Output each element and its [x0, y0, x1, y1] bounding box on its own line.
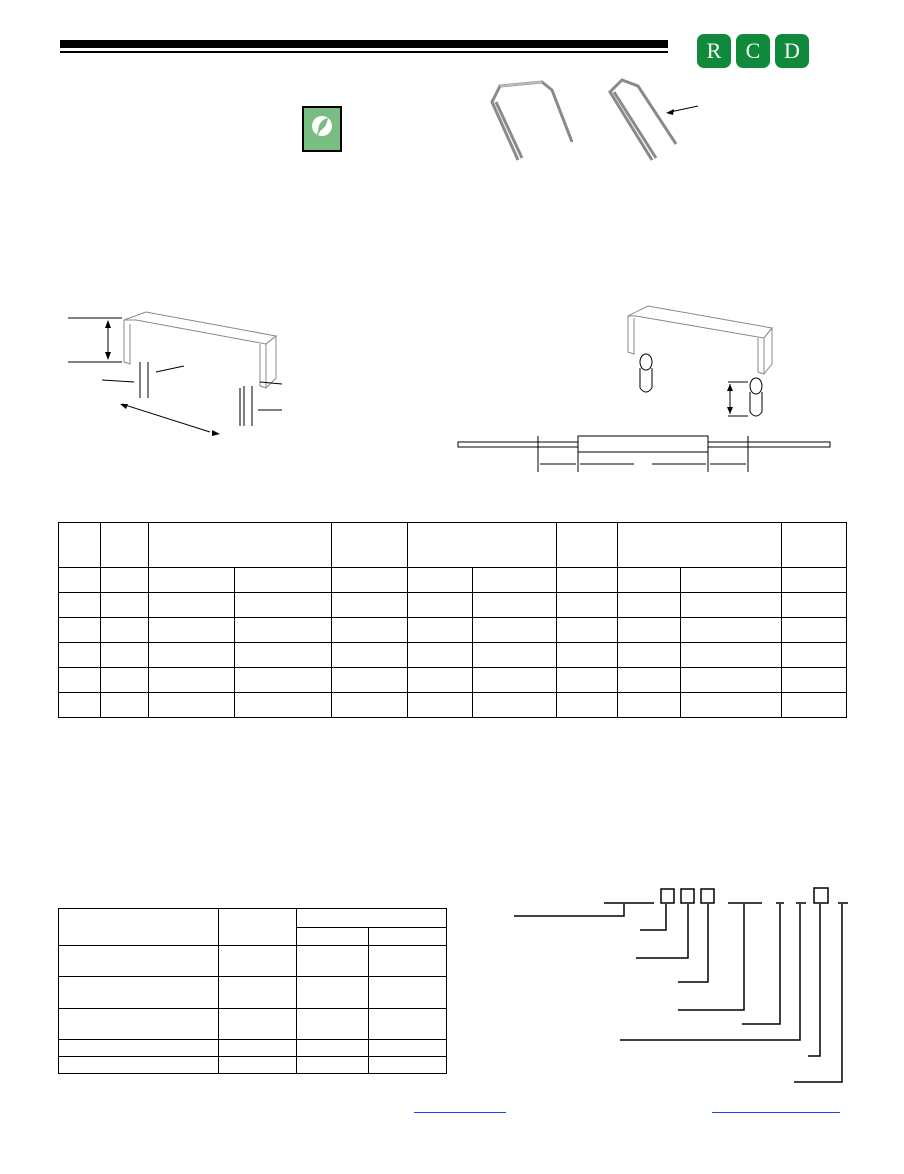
spec-header-cell	[617, 522, 782, 568]
dimension-drawing-right	[457, 305, 831, 472]
table-row	[58, 692, 847, 718]
footer-link-underline-2[interactable]	[712, 1112, 840, 1113]
spec-subheader-cell	[556, 567, 618, 593]
rohs-leaf-badge	[302, 106, 342, 152]
designation-box-4	[813, 887, 829, 904]
derating-header-row	[58, 908, 447, 946]
resistor-photo-a	[490, 80, 574, 161]
table-row	[58, 1008, 447, 1040]
specification-table	[58, 522, 847, 718]
table-row	[58, 667, 847, 693]
spec-table-header-row	[58, 522, 847, 568]
spec-subheader-cell	[100, 567, 149, 593]
footer-link-underline-1[interactable]	[414, 1112, 506, 1113]
derating-table	[58, 908, 447, 1074]
rcd-logo: R C D	[697, 34, 811, 70]
table-row	[58, 1056, 447, 1074]
table-row	[58, 976, 447, 1009]
spec-subheader-cell	[148, 567, 235, 593]
spec-table-subheader-row	[58, 567, 847, 593]
part-number-designation-diagram	[514, 887, 848, 1083]
table-row	[58, 642, 847, 668]
table-row	[58, 592, 847, 618]
spec-header-cell	[556, 522, 618, 568]
spec-subheader-cell	[617, 567, 681, 593]
designation-box-2	[680, 888, 695, 904]
logo-letter-c: C	[736, 34, 770, 68]
spec-subheader-cell	[234, 567, 332, 593]
spec-header-cell	[100, 522, 149, 568]
spec-header-cell	[781, 522, 847, 568]
spec-subheader-cell	[781, 567, 847, 593]
logo-letter-r: R	[697, 34, 731, 68]
resistor-photo-b	[608, 78, 678, 161]
spec-header-cell	[331, 522, 408, 568]
table-row	[58, 1039, 447, 1057]
dimension-drawing-left	[68, 311, 283, 436]
header-rule-thin	[60, 51, 668, 53]
spec-subheader-cell	[680, 567, 782, 593]
spec-header-cell	[407, 522, 557, 568]
spec-subheader-cell	[331, 567, 408, 593]
header-rule-thick	[60, 40, 668, 48]
designation-box-1	[660, 888, 675, 904]
spec-subheader-cell	[58, 567, 101, 593]
spec-subheader-cell	[472, 567, 557, 593]
product-photo	[490, 78, 699, 161]
spec-header-cell	[148, 522, 332, 568]
leaf-icon	[312, 116, 332, 136]
table-row	[58, 617, 847, 643]
derating-subheader-row	[59, 927, 447, 946]
designation-box-3	[700, 888, 715, 904]
table-row	[58, 945, 447, 977]
spec-header-cell	[58, 522, 101, 568]
spec-subheader-cell	[407, 567, 473, 593]
logo-letter-d: D	[775, 34, 809, 68]
